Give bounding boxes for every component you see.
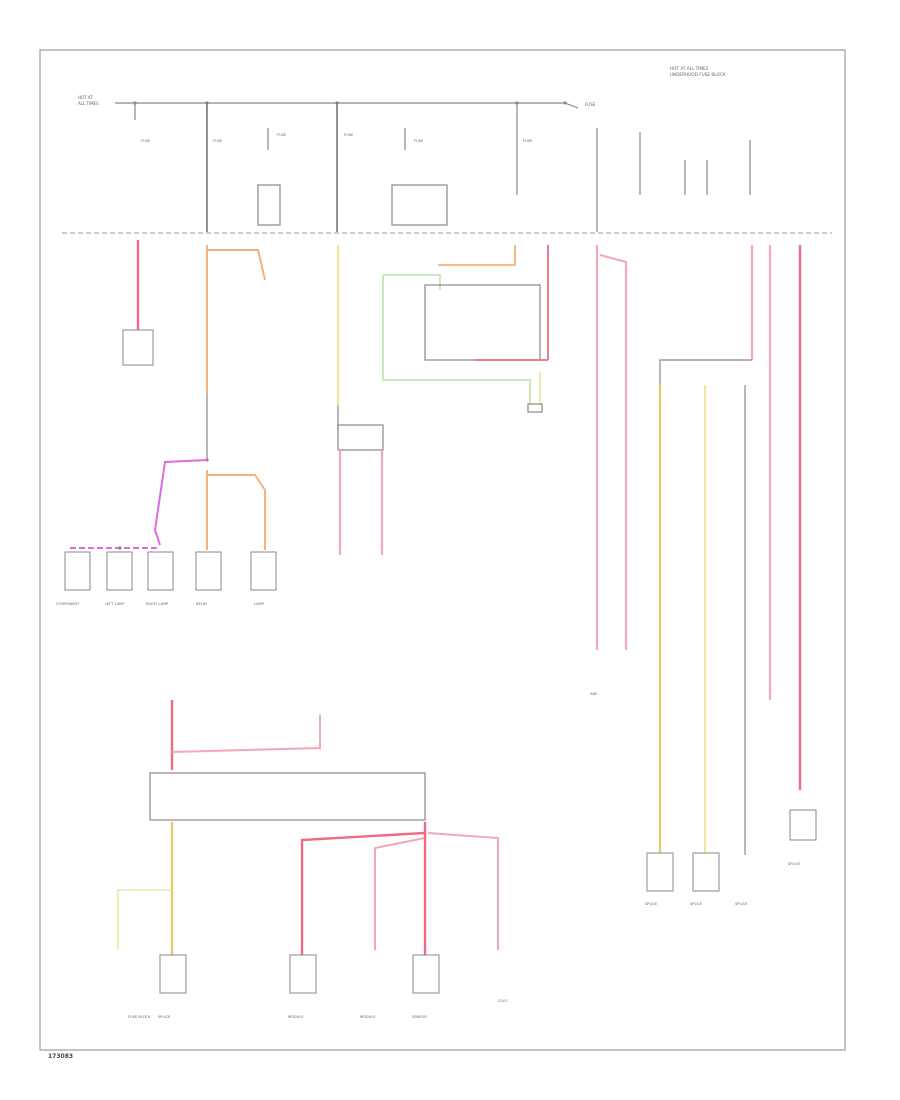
component-label-3: RIGHT LAMP [146,602,169,606]
power-source-label-2: ALL TIMES [78,101,99,106]
lower-label-1: FUSE BLOCK [128,1015,151,1019]
fuse-label-5: FUSE [414,139,424,143]
component-label-1: COMPONENT [56,602,80,606]
top-fuse-label: FUSE [585,102,596,107]
lower-label-3: MODULE [288,1015,304,1019]
orange-circuit [153,245,266,550]
lower-label-4: MODULE [360,1015,376,1019]
top-drop-wires [134,103,751,232]
fuse-label-3: FUSE [277,133,287,137]
right-label-4: SPLICE [735,902,748,906]
fuse-label-1: FUSE [141,139,151,143]
right-label-1: ABS [590,692,598,696]
component-row-1 [64,551,277,591]
lower-label-2: SPLICE [158,1015,171,1019]
relay-cluster [382,245,549,413]
component-label-2: LEFT LAMP [105,602,125,606]
right-label-3: SPLICE [690,902,703,906]
right-pink-circuits [595,245,802,855]
fuse-label-4: FUSE [344,133,354,137]
fuse-label-2: FUSE [213,139,223,143]
ground-label: G101 [498,999,508,1003]
component-label-4: RELAY [196,602,208,606]
top-power-bus [115,101,579,109]
power-source-label-1: HOT AT [78,95,93,100]
right-label-2: SPLICE [645,902,658,906]
fuse-label-6: FUSE [523,139,533,143]
page-frame [39,49,846,1051]
yellow-circuit [336,245,384,555]
lower-left-circuit [117,700,426,994]
right-label-5: SPLICE [788,862,801,866]
page-code: 173083 [48,1053,73,1060]
lower-label-5: SENSOR [412,1015,427,1019]
header-note-line2: UNDERHOOD FUSE BLOCK [670,72,726,77]
header-note-line1: HOT AT ALL TIMES [670,66,709,71]
left-circuit [122,240,154,366]
right-splice-boxes [646,809,817,892]
component-label-5: LAMP [254,602,265,606]
lower-red-fanout [289,822,499,994]
magenta-splice [70,546,160,550]
